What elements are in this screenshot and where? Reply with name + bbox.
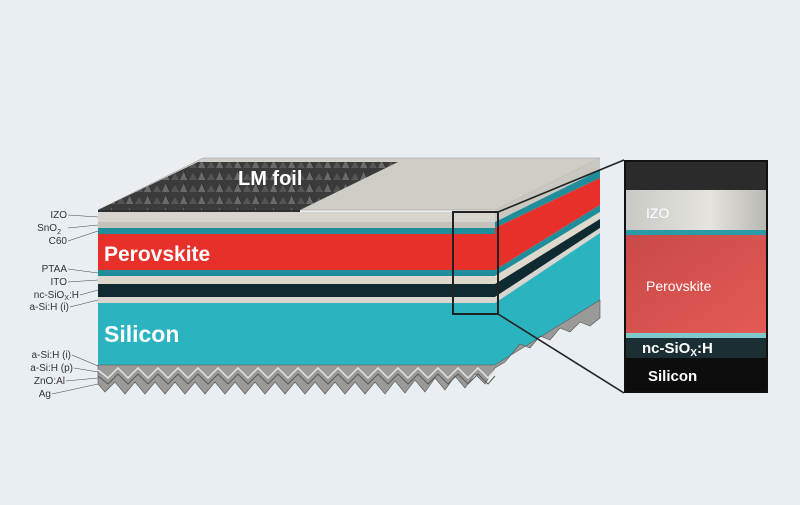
left-layer-labels: IZO SnO2 C60 PTAA ITO nc-SiOX:H a-Si:H (… [30,210,99,400]
ncsiox-layer [98,284,495,297]
side-ito [495,212,600,284]
zoom-box [452,211,499,315]
izo-layer [98,212,495,222]
side-perovskite [495,178,600,270]
inset-label-izo: IZO [646,205,669,221]
side-c60 [495,170,600,228]
label-ptaa: PTAA [42,264,68,275]
ptaa-layer [98,270,495,276]
label-asi-p: a-Si:H (p) [30,363,73,374]
label-c60: C60 [49,236,68,247]
label-asi-i-top: a-Si:H (i) [30,302,69,313]
ito-layer [98,276,495,284]
side-silicon [495,233,600,365]
side-ncsiox [495,219,600,297]
asi-top-layer [98,297,495,303]
connector-bottom [497,313,625,394]
inset-ncsiox [626,338,766,358]
perovskite-layer [98,234,495,270]
texture-line-1 [97,366,496,380]
inset-izo [626,190,766,230]
side-layers [495,158,600,365]
connector-top [497,159,625,213]
inset-silicon [626,358,766,391]
inset-label-ncsiox: nc-SiOX:H [642,340,713,359]
label-ncsiox: nc-SiOX:H [34,290,79,302]
side-ptaa [495,205,600,276]
inset-label-perovskite: Perovskite [646,278,712,294]
lm-foil [98,162,398,210]
silicon-label: Silicon [104,321,179,347]
lm-foil-label: LM foil [238,168,302,190]
front-layers [98,212,495,365]
sno2-layer [98,222,495,228]
textured-bottom [97,299,601,395]
label-zno: ZnO:Al [34,376,65,387]
label-ag: Ag [39,389,51,400]
silicon-layer [98,303,495,365]
inset-cross-section: IZO Perovskite nc-SiOX:H Silicon [624,160,768,393]
side-izo [495,158,600,222]
side-asi [495,228,600,303]
label-asi-i-bottom: a-Si:H (i) [32,350,71,361]
texture-line-2 [97,373,496,385]
inset-label-silicon: Silicon [648,368,697,385]
inset-perovskite [626,235,766,333]
perovskite-label: Perovskite [104,243,210,266]
label-sno2: SnO2 [37,223,61,236]
label-izo: IZO [50,210,67,221]
c60-layer [98,228,495,234]
label-ito: ITO [51,277,68,288]
